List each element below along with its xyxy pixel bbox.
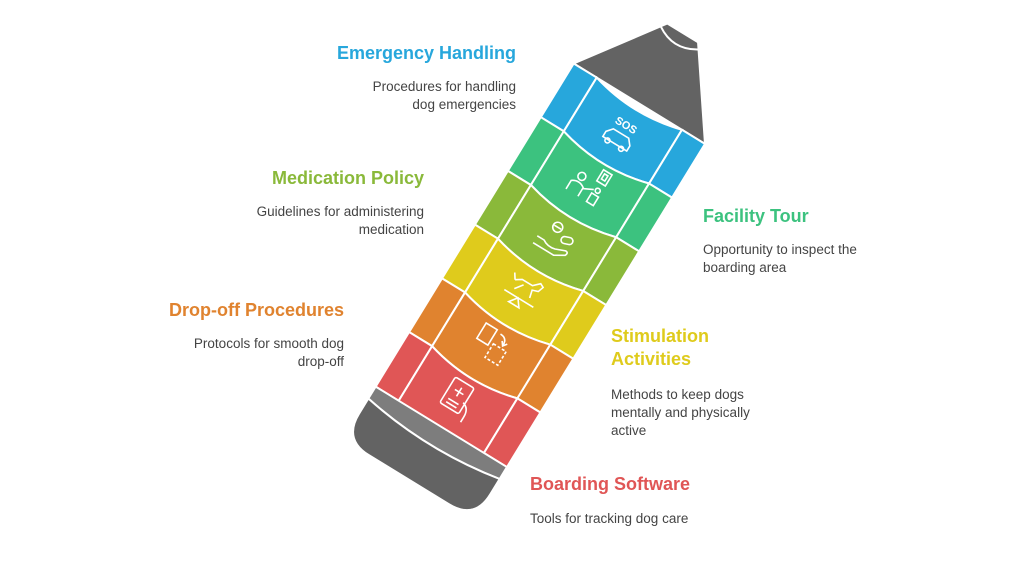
label-dropoff-procedures: Drop-off Procedures Protocols for smooth… — [120, 299, 344, 371]
desc-boarding-software: Tools for tracking dog care — [530, 511, 689, 526]
title-boarding-software: Boarding Software — [530, 474, 691, 494]
transfer-icon — [475, 321, 508, 367]
label-stimulation-activities: Stimulation Activities Methods to keep d… — [611, 325, 811, 440]
desc-dropoff-procedures: Protocols for smooth dog drop-off — [193, 336, 344, 369]
pencil-tip-arc — [659, 26, 699, 51]
person-presentation-icon — [565, 168, 614, 207]
pills-hand-icon — [532, 221, 574, 257]
title-medication-policy: Medication Policy — [271, 168, 424, 188]
title-dropoff-procedures: Drop-off Procedures — [168, 300, 344, 320]
label-boarding-software: Boarding Software Tools for tracking dog… — [530, 473, 790, 528]
desc-medication-policy: Guidelines for administering medication — [256, 204, 424, 237]
label-medication-policy: Medication Policy Guidelines for adminis… — [200, 167, 424, 239]
pencil-tip — [571, 22, 707, 146]
desc-facility-tour: Opportunity to inspect the boarding area — [703, 242, 857, 275]
desc-stimulation-activities: Methods to keep dogs mentally and physic… — [611, 387, 750, 438]
label-facility-tour: Facility Tour Opportunity to inspect the… — [703, 205, 933, 277]
desc-emergency-handling: Procedures for handling dog emergencies — [372, 79, 516, 112]
title-emergency-handling: Emergency Handling — [336, 43, 516, 63]
dog-agility-icon — [503, 272, 545, 310]
title-facility-tour: Facility Tour — [703, 206, 809, 226]
medical-tablet-icon — [439, 376, 475, 423]
title-stimulation-activities: Stimulation Activities — [611, 326, 709, 369]
pencil-eraser — [351, 396, 502, 512]
label-emergency-handling: Emergency Handling Procedures for handli… — [260, 42, 516, 114]
